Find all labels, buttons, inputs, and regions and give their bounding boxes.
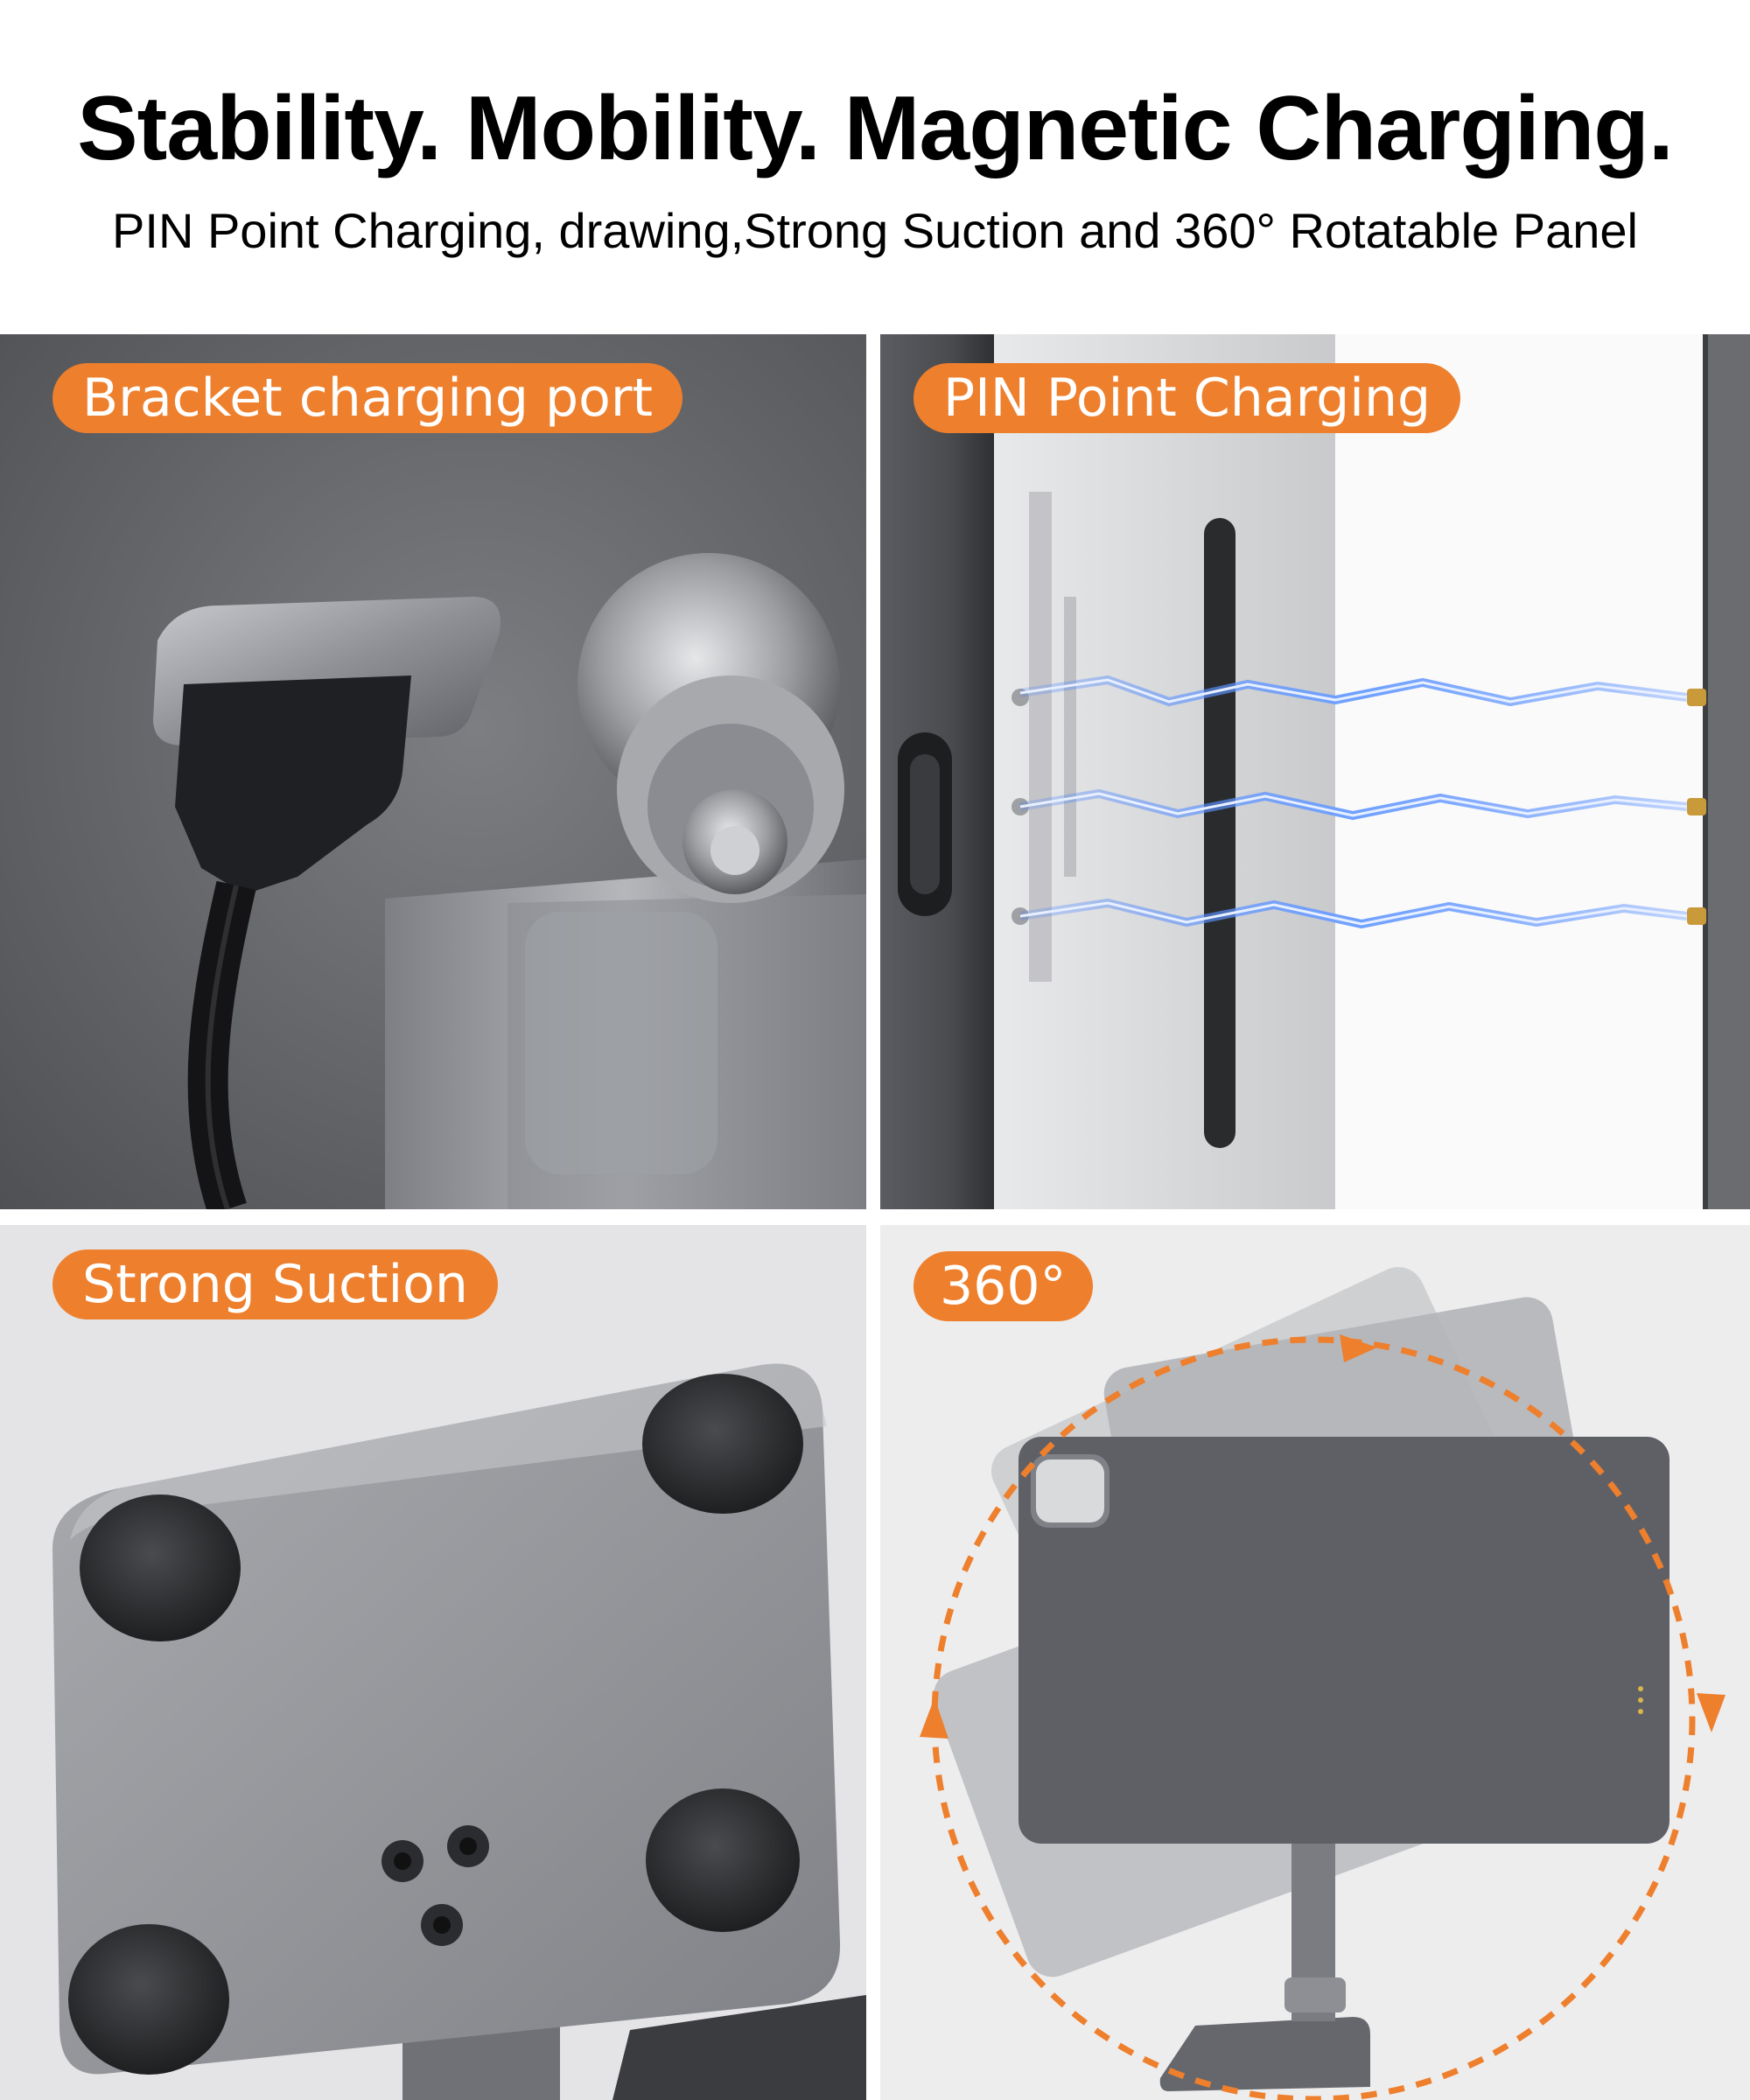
rotation-illustration [880,1225,1750,2100]
label-pill-charging-port: Bracket charging port [52,363,683,433]
pin-charging-illustration [880,334,1750,1209]
label-rotation: 360° [940,1256,1067,1317]
page-subtitle: PIN Point Charging, drawing,Strong Sucti… [112,203,1638,258]
arrow-right-icon [1340,1334,1377,1362]
label-charging-port: Bracket charging port [82,368,654,429]
tablet-main [1018,1437,1670,1844]
panel-charging-port: Bracket charging port [0,334,866,1209]
label-suction: Strong Suction [82,1254,468,1315]
label-pill-pin-charging: PIN Point Charging [914,363,1461,433]
panel-suction: Strong Suction [0,1225,866,2100]
label-pill-rotation: 360° [914,1251,1093,1321]
arrow-up-icon [920,1698,948,1739]
panel-pin-charging: PIN Point Charging [880,334,1750,1209]
charging-port-illustration [0,334,866,1209]
page-title: Stability. Mobility. Magnetic Charging. [77,78,1673,179]
suction-base-illustration [0,1225,866,2100]
arrow-down-icon [1697,1693,1726,1732]
label-pin-charging: PIN Point Charging [943,368,1432,429]
header: Stability. Mobility. Magnetic Charging. … [0,0,1750,332]
panel-rotation: 360° [880,1225,1750,2100]
label-pill-suction: Strong Suction [52,1250,498,1320]
